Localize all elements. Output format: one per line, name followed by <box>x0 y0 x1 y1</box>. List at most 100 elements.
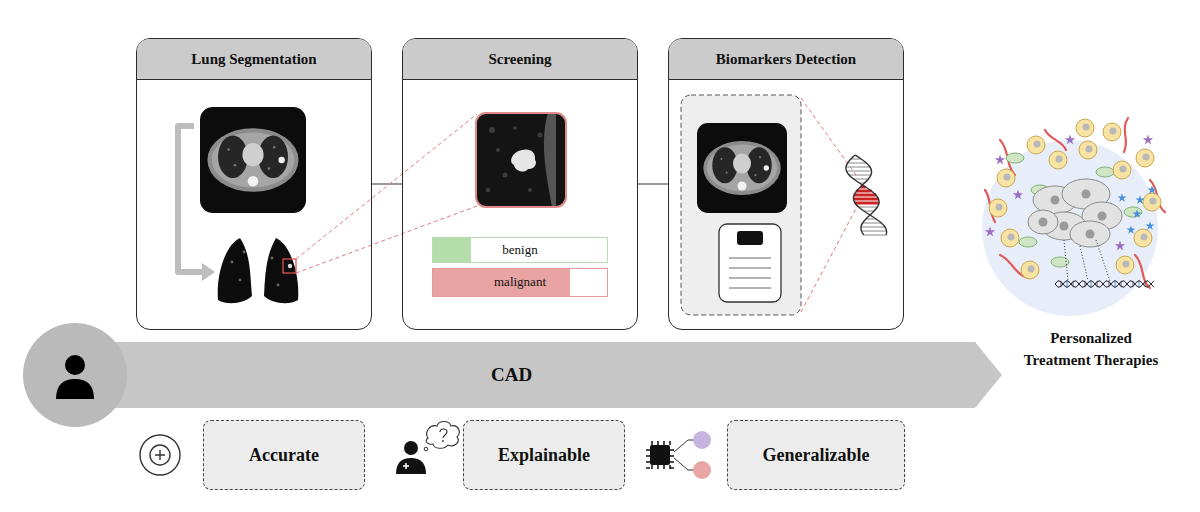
immune-cell <box>989 199 1007 217</box>
dna-rung <box>861 227 886 228</box>
immune-cell <box>1079 141 1097 159</box>
zoom-line <box>801 205 858 312</box>
dna-strand <box>1055 281 1154 288</box>
user-body <box>56 379 94 399</box>
outcome-label: Personalized Treatment Therapies <box>1022 328 1160 372</box>
immune-cell <box>1049 151 1067 169</box>
ct-vessel <box>227 148 230 151</box>
mutation-rung <box>853 198 879 201</box>
cell-nucleus <box>1056 156 1063 163</box>
dna-rung <box>849 175 872 176</box>
dna-rung <box>846 171 872 172</box>
question-mark <box>440 429 447 438</box>
process-arrowhead <box>202 263 215 281</box>
probability-bar: malignant <box>432 268 608 297</box>
label-holder: Personalized Treatment Therapies <box>1022 328 1160 372</box>
tumor-cell <box>1070 221 1110 247</box>
data-group-box <box>681 95 801 315</box>
cell-nucleus <box>1123 261 1130 268</box>
device-screen <box>737 231 763 245</box>
dna-rung <box>846 167 871 168</box>
dotted-link <box>1064 240 1068 281</box>
chip-pins <box>646 441 674 469</box>
tumor-cell <box>1028 210 1058 234</box>
biomarker-illustration <box>681 95 887 315</box>
doctor-cross <box>403 463 409 469</box>
ct-heart <box>733 154 751 174</box>
stage-panel: Lung Segmentation <box>136 38 372 330</box>
user-head <box>65 355 85 375</box>
inset-texture <box>486 188 490 192</box>
green-cell <box>1124 207 1142 217</box>
ct-frame <box>200 107 306 213</box>
dna-strand <box>853 155 886 235</box>
nodule-dot <box>288 264 292 268</box>
cell-nucleus <box>1082 190 1091 199</box>
cytokine-mark <box>995 154 1005 164</box>
immune-cell <box>1113 161 1131 179</box>
thought-dot <box>424 447 428 451</box>
cell-nucleus <box>1143 154 1150 161</box>
cytokine-mark <box>1065 134 1075 144</box>
ct-body <box>703 141 780 195</box>
ct-scan <box>200 107 306 213</box>
zoom-line <box>801 98 858 178</box>
inset-texture <box>503 173 508 178</box>
immune-cell <box>1021 261 1039 279</box>
property-box: Explainable <box>463 420 625 490</box>
target-icon <box>140 435 180 475</box>
dna-rung <box>847 163 866 164</box>
cell-nucleus <box>1086 230 1095 239</box>
mutation-rung <box>855 202 880 205</box>
ct-nodule <box>278 157 284 163</box>
tumor-background <box>982 140 1158 316</box>
lung-mask <box>264 238 298 303</box>
green-cell <box>1096 167 1114 177</box>
dna-strand <box>1055 281 1154 288</box>
ct-vessel <box>273 146 276 149</box>
dna-rung <box>853 179 868 180</box>
cell-nucleus <box>1150 198 1157 205</box>
cell-nucleus <box>1039 218 1048 227</box>
cell-nucleus <box>1110 128 1117 135</box>
drug-mark <box>1126 225 1135 234</box>
immune-cell <box>1134 229 1152 247</box>
inset-texture <box>489 127 495 133</box>
cytokine-mark <box>1115 240 1125 250</box>
cell-nucleus <box>1141 234 1148 241</box>
ct-vessel <box>726 171 728 173</box>
arrow-band <box>60 342 1002 408</box>
ct-scan <box>697 123 787 213</box>
inset-tissue <box>544 113 556 207</box>
lung-vessel <box>239 279 242 282</box>
class-label: benign <box>433 238 607 261</box>
ct-body-inner <box>212 132 295 187</box>
plus-icon <box>155 450 165 460</box>
probability-bar: benign <box>432 237 608 263</box>
inset-texture <box>513 126 517 130</box>
pipeline-label: CAD <box>491 364 532 386</box>
device-line <box>729 278 771 279</box>
dna-strand <box>846 155 879 235</box>
lung-mask <box>218 238 252 303</box>
lung-vessel <box>277 284 280 287</box>
ct-frame <box>697 123 787 213</box>
segmentation-illustration <box>178 107 306 303</box>
ct-vessel <box>268 167 271 170</box>
dna-rung <box>1091 281 1092 288</box>
drug-mark <box>1135 195 1144 204</box>
lung-vessel <box>271 257 274 260</box>
immune-cell <box>1076 119 1094 137</box>
inset-border <box>476 113 566 207</box>
question-dot <box>442 440 444 442</box>
vessel-line <box>1045 130 1066 150</box>
stage-panel: Biomarkers Detection <box>668 38 904 330</box>
dna-rung <box>858 207 877 208</box>
nodule-box <box>283 259 296 273</box>
stage-connector <box>372 183 402 184</box>
screening-illustration <box>476 113 566 207</box>
immune-cell <box>1116 256 1134 274</box>
immune-cell <box>1143 193 1161 211</box>
immune-cell <box>1103 123 1121 141</box>
